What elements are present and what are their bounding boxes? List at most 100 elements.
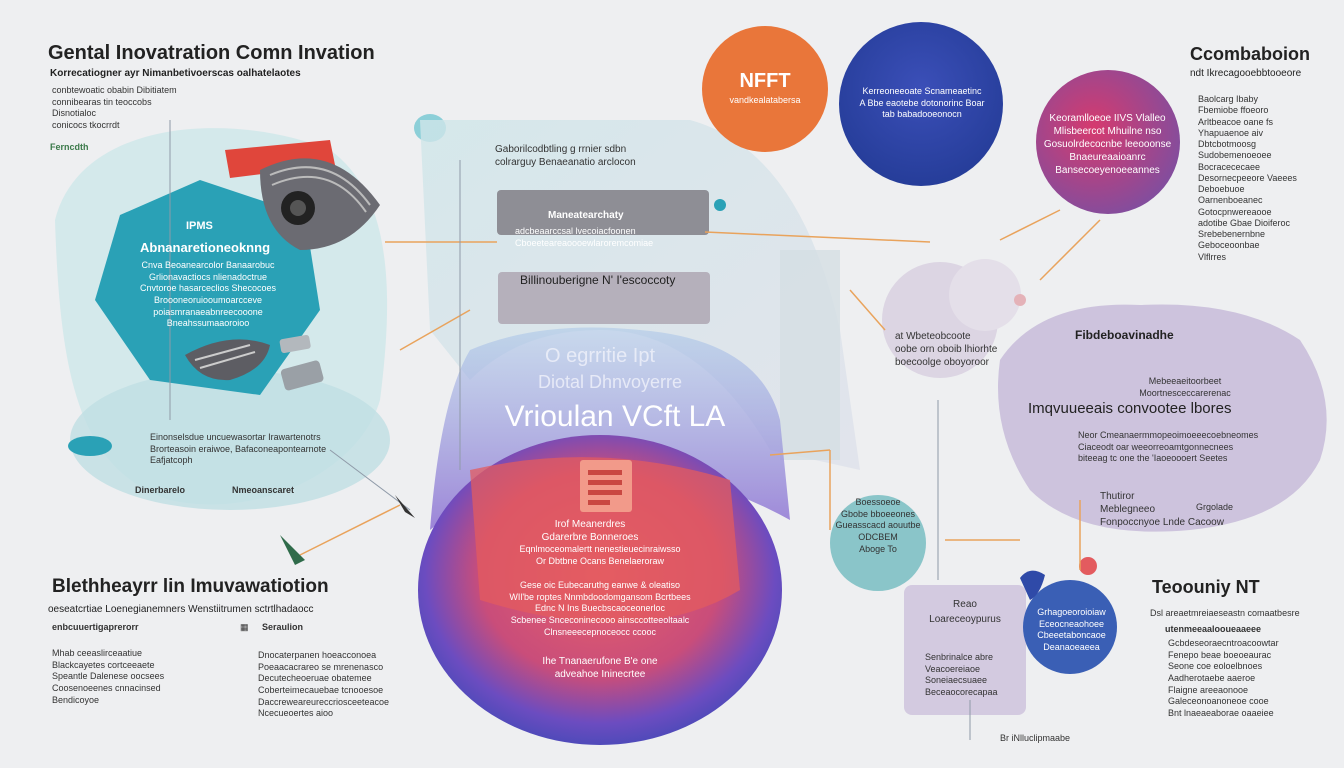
left-blob-line: Grlionavactiocs nlienadoctrue <box>148 271 268 282</box>
right-mid-para-line: biteeag tc one the 'Iaoeoooert Seetes <box>1078 453 1228 464</box>
center-heading: Irof Meanerdres Gdarerbre Bonneroes <box>520 518 660 544</box>
left-red-wedge <box>225 140 335 178</box>
blue-circle-line: A Bbe eaotebe dotonorinc Boar <box>859 97 985 108</box>
top-right-line: Deboebuoe <box>1198 184 1245 194</box>
top-left-subtitle: Korrecatiogner ayr Nimanbetivoerscas oal… <box>50 68 301 79</box>
blue-small-lines: Grhagoeoroioiaw Eceocneaohoee Cbeeetabon… <box>1024 607 1119 654</box>
left-foot-line: Eafjatcoph <box>150 455 193 466</box>
right-mid-list: Thutiror Meblegneeo Fonpoccnyoe Lnde Cac… <box>1100 490 1224 529</box>
bottom-right-line: Fenepo beae boeoeaurac <box>1168 649 1272 660</box>
blue-circle-lines: Kerreoneeoate Scnameaetinc A Bbe eaotebe… <box>842 86 1002 121</box>
bottom-right-line: Gcbdeseoraecntroacoowtar <box>1168 638 1279 648</box>
top-right-list: Baolcarg Ibaby Fbemiobe ffoeoro Arltbeac… <box>1198 94 1297 263</box>
center-top-header-line: colrarguy Benaeanatio arclocon <box>495 157 636 168</box>
top-right-line: Srebebenernbne <box>1198 229 1266 239</box>
right-mid-top-line: Moortnesceccarerenac <box>1139 387 1231 398</box>
pin-shape-1 <box>1020 570 1045 600</box>
connector-node-2 <box>1014 294 1026 306</box>
bottom-left-col2-line: Coberteimecauebae tcnooesoe <box>258 685 384 696</box>
center-box-1 <box>497 190 709 235</box>
top-right-line: Baolcarg Ibaby <box>1198 94 1259 104</box>
blue-small-line: Deanaoeaeea <box>1043 642 1100 653</box>
center-para-line: Ednc N Ins Buecbscaoceonerloc <box>534 603 666 614</box>
right-mid-small-line: oobe orn oboib lhiorhte <box>895 344 998 355</box>
right-mid-badge: Fibdeboavinadhe <box>1075 328 1174 342</box>
small-teal-line: Gbobe bboeeones <box>840 508 916 519</box>
blue-small-circle <box>1023 580 1117 674</box>
bottom-left-calendar-icon: ▦ <box>240 622 249 632</box>
top-left-notes: conbtewoatic obabin Dibitiatem connibear… <box>52 85 177 132</box>
bottom-right-subtitle: Dsl areaetmreiaeseastn comaatbesre <box>1150 608 1300 618</box>
center-top-header-line: Gaborilcodbtling g rrnier sdbn <box>495 144 627 155</box>
nft-circle <box>702 26 828 152</box>
bottom-left-col2-line: Ncecueoertes aioo <box>258 708 334 719</box>
center-footer-line: adveahoe Ininecrtee <box>554 669 646 680</box>
right-small-lavender-2 <box>949 259 1021 331</box>
center-para-line: Clnsneeecepnoceocc ccooc <box>543 626 657 637</box>
right-mid-heading: Imqvuueeais convootee lbores <box>1028 400 1232 417</box>
pink-circle-line: Bnaeureaaioanrc <box>1069 152 1146 163</box>
right-mid-small: at Wbeteobcoote oobe orn oboib lhiorhte … <box>895 330 997 369</box>
small-teal-lines: Boessoeoe Gbobe bboeeones Gueasscacd aou… <box>830 497 926 555</box>
bottom-right-line: Flaigne areeaonooe <box>1168 684 1249 695</box>
left-blob-badge: IPMS <box>186 220 213 232</box>
center-faint-1: O egrritie Ipt <box>544 345 656 367</box>
left-hex-shape <box>95 180 320 395</box>
bottom-left-col1-line: Mhab ceeaslirceaatiue <box>52 648 143 658</box>
center-line: Eqnlmoceomalertt nenestieuecinraiwsso <box>519 544 681 554</box>
left-foot-right: Nmeoanscaret <box>232 485 295 495</box>
center-heading-line: Gdarerbre Bonneroes <box>541 532 639 543</box>
pin-shape-2 <box>1079 557 1097 575</box>
bottom-left-col1-line: Blackcayetes cortceeaete <box>52 659 155 670</box>
top-left-note: conicocs tkocrrdt <box>52 120 120 131</box>
left-foot-left: Dinerbarelo <box>135 485 186 495</box>
left-lower-haze <box>70 370 390 510</box>
center-lines: Eqnlmoceomalertt nenestieuecinraiwsso Or… <box>490 544 710 567</box>
pointer-pen <box>395 495 415 518</box>
grey-connector-lines <box>169 120 971 740</box>
connector-node-1 <box>714 199 726 211</box>
center-para-line: Scbenee Snceconinecooo ainsccotteeoltaal… <box>510 615 690 626</box>
small-teal-line: ODCBEM <box>858 532 898 543</box>
center-paragraph: Gese oic Eubecaruthg eanwe & oleatiso WI… <box>470 580 730 638</box>
blue-small-line: Eceocneaohoee <box>1038 618 1105 629</box>
pink-circle-line: Mlisbeercot Mhuilne nso <box>1053 126 1162 137</box>
small-teal-circle <box>830 495 926 591</box>
right-mid-list-item: Fonpoccnyoe Lnde Cacoow <box>1100 517 1224 528</box>
bottom-right-title: Teoouniy NT <box>1152 577 1260 597</box>
center-faint-2: Diotal Dhnvoyerre <box>537 372 683 392</box>
vr-headset-illustration <box>260 158 380 250</box>
right-mid-list-item: Meblegneeo <box>1100 504 1156 515</box>
device-sketch <box>280 360 324 391</box>
bottom-left-col2: Dnocaterpanen hoeacconoea Poeaacacrareo … <box>258 650 389 720</box>
right-mid-top-line: Mebeeaeitoorbeet <box>1148 376 1222 386</box>
pink-circle <box>1036 70 1180 214</box>
left-blob-heading: Abnanaretioneoknng <box>140 240 271 255</box>
bottom-right-line: Aadherotaebe aaeroe <box>1168 673 1256 684</box>
center-line: Or Dbtbne Ocans Benelaeroraw <box>535 555 665 566</box>
bottom-left-subtitle: oeseatcrtiae Loenegianemners Wenstiitrum… <box>48 604 314 615</box>
mid-box-sub: Loareceoypurus <box>929 614 1001 625</box>
bottom-left-col1-line: Speantle Dalenese oocsees <box>52 671 165 682</box>
center-main-title: Vrioulan VCft LA <box>504 400 726 433</box>
top-right-line: Geboceoonbae <box>1198 240 1260 251</box>
right-large-lavender <box>998 304 1327 532</box>
mid-bottom-box <box>904 585 1026 715</box>
center-box-1-title: Maneatearchaty <box>548 210 624 221</box>
mid-box-title: Reao <box>953 599 977 610</box>
top-left-note: connibearas tin teoccobs <box>52 96 152 107</box>
mid-box-line: Senbrinalce abre <box>925 652 994 662</box>
pink-circle-lines: Keoramlloeoe IIVS Vlalleo Mlisbeercot Mh… <box>1040 112 1175 177</box>
center-top-header: Gaborilcodbtling g rrnier sdbn colrarguy… <box>495 143 636 169</box>
blue-small-line: Cbeeetaboncaoe <box>1037 630 1106 641</box>
top-right-line: Yhapuaenoe aiv <box>1198 127 1264 138</box>
bottom-left-col2-line: Decutecheoeruae obatemee <box>258 673 372 684</box>
center-footer-line: Ihe Tnanaerufone B'e one <box>542 656 658 667</box>
pink-circle-line: Gosuolrdecocnbe leeooonse <box>1043 139 1172 150</box>
blue-circle-line: tab babadooeonocn <box>882 109 962 120</box>
small-teal-line: Boessoeoe <box>855 497 901 507</box>
left-foot-line: Einonselsdue uncuewasortar Irawartenotrs <box>150 432 321 442</box>
top-right-line: Desornecpeeore Vaeees <box>1198 172 1297 183</box>
blue-circle <box>839 22 1003 186</box>
device-sketch-2 <box>279 334 311 354</box>
